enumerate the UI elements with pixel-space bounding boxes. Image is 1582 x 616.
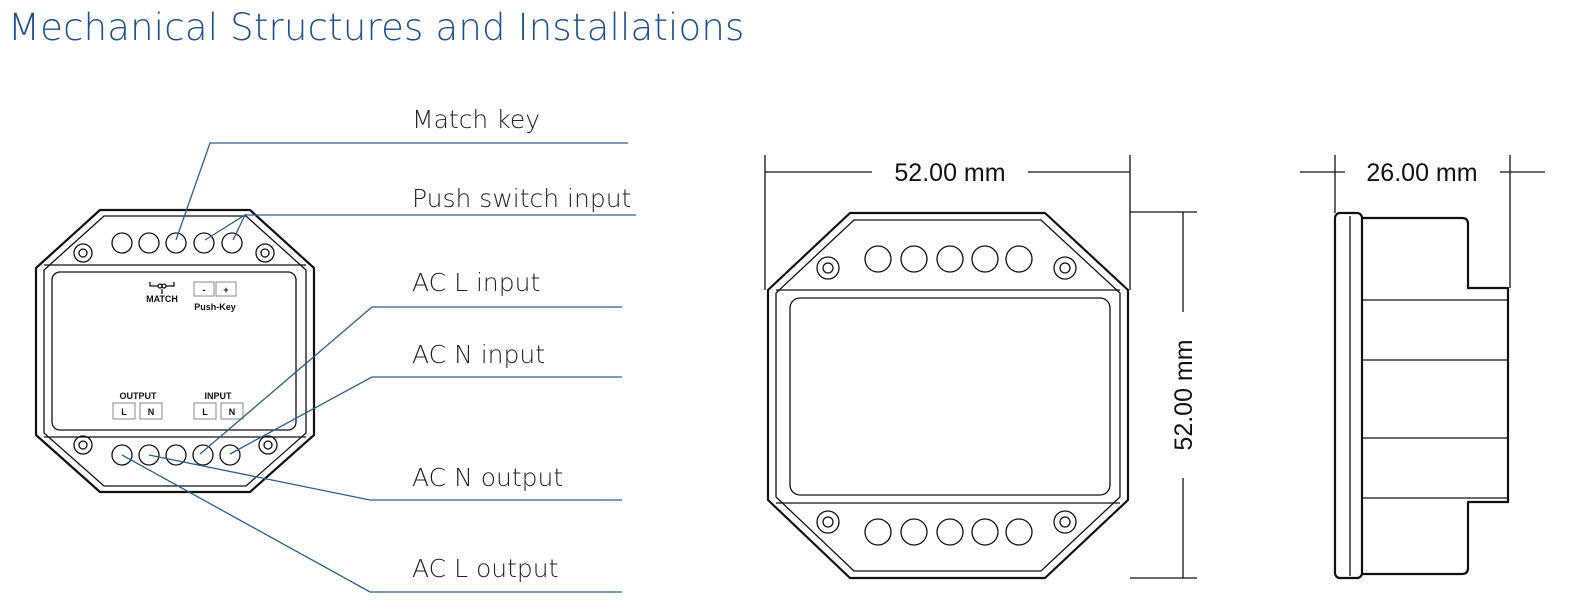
height-dimension: 52.00 mm xyxy=(1130,211,1198,579)
bottom-terminals xyxy=(111,444,241,466)
input-n-marking: N xyxy=(229,407,236,417)
output-n-marking: N xyxy=(148,407,155,417)
callout-ac-l-output: AC L output xyxy=(412,554,558,583)
match-marking: MATCH xyxy=(146,294,178,304)
mounting-holes xyxy=(73,243,278,455)
callout-ac-n-output: AC N output xyxy=(412,463,563,492)
callouts: Match key Push switch input AC L input A… xyxy=(121,105,636,593)
push-key-marking: Push-Key xyxy=(194,302,236,312)
input-marking: INPUT xyxy=(205,391,233,401)
minus-marking: - xyxy=(203,285,206,295)
top-terminals xyxy=(111,232,243,254)
front-height-label: 52.00 mm xyxy=(1170,339,1198,450)
dimensioned-front-view: 52.00 mm 52.00 mm xyxy=(764,155,1198,580)
width-dimension: 52.00 mm xyxy=(764,155,1131,290)
output-l-marking: L xyxy=(121,407,127,417)
plus-marking: + xyxy=(223,285,228,295)
side-view: 26.00 mm xyxy=(1300,155,1545,580)
side-depth-label: 26.00 mm xyxy=(1366,159,1477,187)
page-title: Mechanical Structures and Installations xyxy=(8,6,745,49)
callout-push-switch-input: Push switch input xyxy=(412,184,631,213)
labelled-device-front-view: MATCH - + Push-Key OUTPUT INPUT L N L N xyxy=(34,208,316,494)
callout-ac-n-input: AC N input xyxy=(412,340,545,369)
callout-ac-l-input: AC L input xyxy=(412,268,540,297)
input-l-marking: L xyxy=(202,407,208,417)
callout-match-key: Match key xyxy=(412,105,540,134)
output-marking: OUTPUT xyxy=(120,391,158,401)
front-width-label: 52.00 mm xyxy=(894,159,1005,187)
